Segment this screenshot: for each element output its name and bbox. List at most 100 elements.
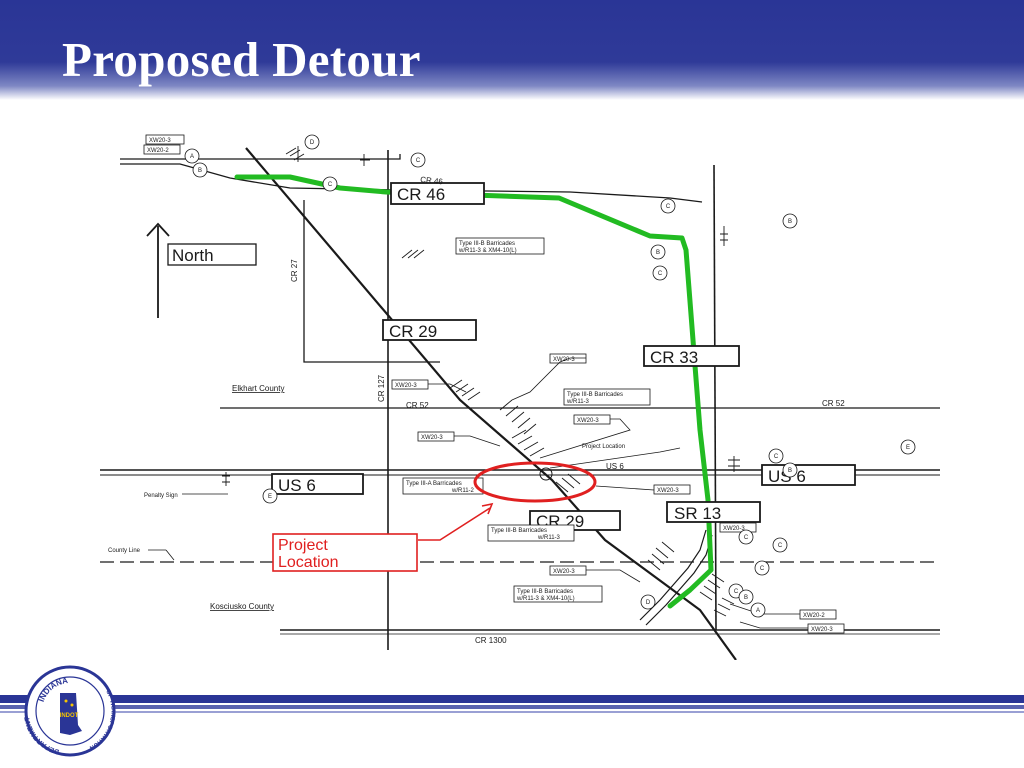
project-location-highlight xyxy=(473,461,597,503)
marker-d-1: D xyxy=(304,134,320,150)
barricade-note-3-l1: Type III-A Barricades xyxy=(406,481,462,487)
xw20-2-sign-1: XW20-2 xyxy=(147,148,169,154)
barricade-note-1-l1: Type III-B Barricades xyxy=(459,241,515,247)
cr46-line-label: CR 46 xyxy=(420,175,444,186)
svg-text:C: C xyxy=(778,543,783,549)
barricade-note-5-l2: w/R11-3 & XM4-10(L) xyxy=(516,596,575,602)
road-label-sr13: SR 13 xyxy=(666,501,761,523)
svg-text:C: C xyxy=(774,454,779,460)
barricade-note-4-l2: w/R11-3 xyxy=(537,535,561,541)
detour-route xyxy=(234,174,714,609)
project-location-note: Project Location xyxy=(582,444,625,450)
cr29-upper-label: CR 29 xyxy=(389,322,437,341)
svg-text:B: B xyxy=(656,250,660,256)
xw20-3-sign-1: XW20-3 xyxy=(149,138,171,144)
svg-text:E: E xyxy=(906,445,910,451)
svg-text:C: C xyxy=(760,566,765,572)
sign-marker-circles: A B D C C C B B C C E B E C C C C B A D xyxy=(184,134,916,618)
svg-text:C: C xyxy=(328,182,333,188)
north-arrow: North xyxy=(146,222,257,318)
svg-text:B: B xyxy=(788,468,792,474)
road-label-cr33: CR 33 xyxy=(643,345,740,367)
barricade-note-5-l1: Type III-B Barricades xyxy=(517,589,573,595)
marker-b-2: B xyxy=(782,213,798,229)
cr27-road-line xyxy=(303,200,440,363)
xw20-3-sign-7: XW20-3 xyxy=(723,526,745,532)
xw20-3-sign-6: XW20-3 xyxy=(657,488,679,494)
detour-map: North CR 46 CR 29 CR 33 US 6 US 6 SR 13 … xyxy=(100,134,940,660)
county-roads xyxy=(100,150,940,650)
marker-c-3: C xyxy=(660,198,676,214)
marker-a-2: A xyxy=(750,602,766,618)
north-label: North xyxy=(172,246,214,265)
project-location-callout: Project Location xyxy=(272,533,418,572)
svg-text:D: D xyxy=(646,600,651,606)
road-label-us6-left: US 6 xyxy=(271,473,364,495)
xw20-3-sign-5: XW20-3 xyxy=(421,435,443,441)
callout-arrow xyxy=(418,502,494,541)
marker-d-2: D xyxy=(640,594,656,610)
marker-c-1: C xyxy=(322,176,338,192)
intersection-marker xyxy=(539,467,553,481)
title-banner: Proposed Detour xyxy=(0,0,1024,100)
svg-text:B: B xyxy=(788,219,792,225)
cr33-label: CR 33 xyxy=(650,348,698,367)
road-label-us6-right: US 6 xyxy=(761,464,856,486)
callout-line-2: Location xyxy=(278,554,339,571)
marker-e-1: E xyxy=(900,439,916,455)
xw20-3-sign-9: XW20-3 xyxy=(811,627,833,633)
xw20-2-sign-2: XW20-2 xyxy=(803,613,825,619)
xw20-3-sign-3: XW20-3 xyxy=(395,383,417,389)
svg-text:C: C xyxy=(658,271,663,277)
slide-title: Proposed Detour xyxy=(62,32,421,87)
cr52-left-label: CR 52 xyxy=(406,401,429,410)
svg-text:D: D xyxy=(310,140,315,146)
barricade-note-3-l2: w/R11-2 xyxy=(451,488,475,494)
marker-c-8: C xyxy=(754,560,770,576)
cr27-label: CR 27 xyxy=(290,259,299,282)
sign-hatching xyxy=(222,146,740,617)
marker-c-7: C xyxy=(772,537,788,553)
penalty-sign-label: Penalty Sign xyxy=(144,493,178,499)
svg-text:B: B xyxy=(198,168,202,174)
barricade-note-2-l2: w/R11-3 xyxy=(566,399,590,405)
cr1300-label: CR 1300 xyxy=(475,636,507,645)
svg-text:C: C xyxy=(744,535,749,541)
marker-e-2: E xyxy=(262,488,278,504)
road-label-cr46: CR 46 xyxy=(390,182,485,205)
cr127-label: CR 127 xyxy=(377,374,386,402)
svg-text:A: A xyxy=(756,608,760,614)
seal-center-text: INDOT xyxy=(60,713,79,719)
indiana-state-shape xyxy=(60,693,82,735)
us6-left-label: US 6 xyxy=(278,476,316,495)
us6-line-label: US 6 xyxy=(606,462,624,471)
cr52-right-label: CR 52 xyxy=(822,399,845,408)
marker-a-1: A xyxy=(184,148,200,164)
marker-b-3: B xyxy=(650,244,666,260)
kosciusko-county-label: Kosciusko County xyxy=(210,602,274,611)
callout-line-1: Project xyxy=(278,537,328,554)
sr13-label: SR 13 xyxy=(674,504,721,523)
svg-text:C: C xyxy=(666,204,671,210)
svg-text:A: A xyxy=(190,154,194,160)
marker-b-5: B xyxy=(738,589,754,605)
marker-c-5: C xyxy=(768,448,784,464)
barricade-notes: Type III-B Barricades w/R11-3 & XM4-10(L… xyxy=(144,237,651,603)
xw20-3-sign-8: XW20-3 xyxy=(553,569,575,575)
marker-b-4: B xyxy=(782,462,798,478)
county-line-label: County Line xyxy=(108,548,141,554)
barricade-note-4-l1: Type III-B Barricades xyxy=(491,528,547,534)
xw20-3-sign-4: XW20-3 xyxy=(577,418,599,424)
road-label-cr29-upper: CR 29 xyxy=(382,319,477,341)
cr46-box-label: CR 46 xyxy=(397,185,445,204)
barricade-note-2-l1: Type III-B Barricades xyxy=(567,392,623,398)
marker-c-2: C xyxy=(410,152,426,168)
cr33-road-line xyxy=(713,164,717,631)
marker-c-4: C xyxy=(652,265,668,281)
svg-text:C: C xyxy=(416,158,421,164)
cr29-road-line xyxy=(245,147,737,660)
marker-b-1: B xyxy=(192,162,208,178)
svg-text:C: C xyxy=(734,589,739,595)
footer-band xyxy=(0,695,1024,713)
elkhart-county-label: Elkhart County xyxy=(232,384,284,393)
